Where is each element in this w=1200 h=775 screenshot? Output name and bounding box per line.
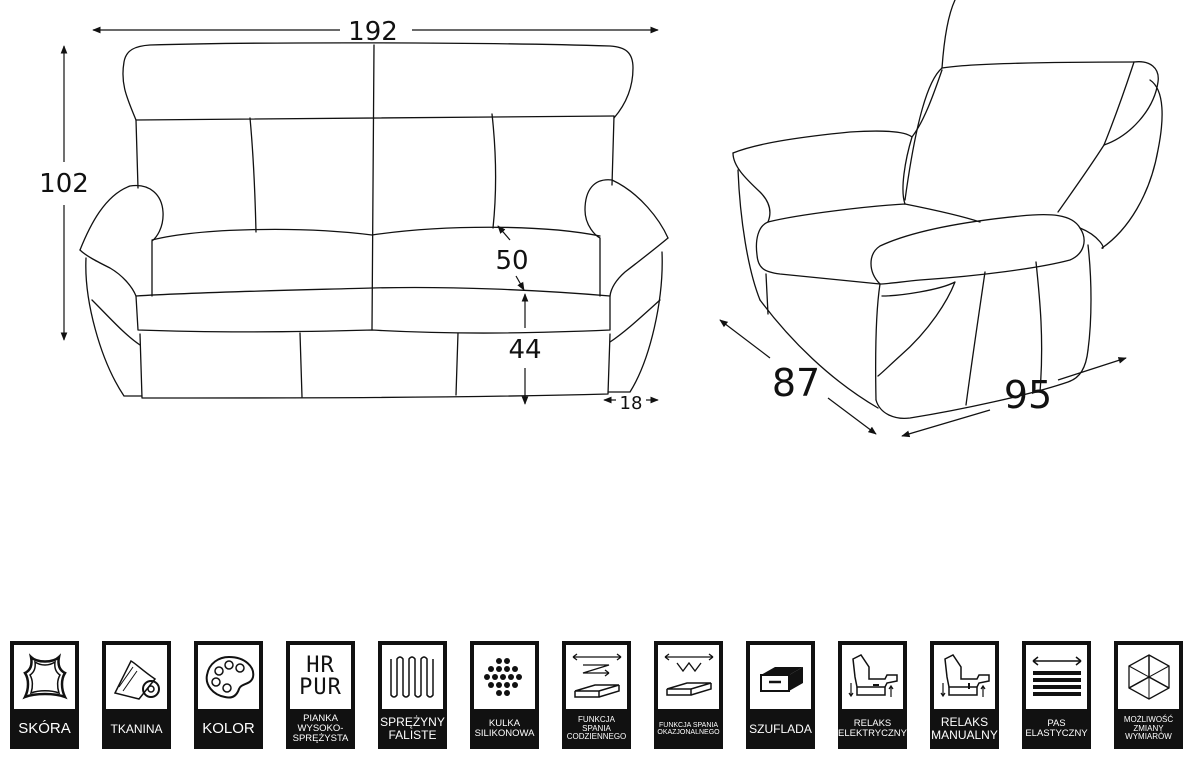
feature-label: PAS ELASTYCZNY: [1025, 718, 1088, 739]
dim-sofa-height: 102: [39, 169, 89, 199]
feature-kolor: KOLOR: [194, 641, 263, 749]
feature-label: KOLOR: [202, 720, 255, 738]
silicone-balls-icon: [483, 658, 522, 696]
feature-relaks-elektryczny: RELAKS ELEKTRYCZNY: [838, 641, 907, 749]
drawer-icon: [759, 667, 803, 692]
sofa-dimensions: 192 102 50 44 18: [39, 17, 659, 414]
dim-seat-depth: 50: [495, 246, 528, 276]
feature-label: PIANKA WYSOKO-SPRĘŻYSTA: [292, 713, 349, 744]
feature-mozliwosc: MOŻLIWOŚĆ ZMIANY WYMIARÓW: [1114, 641, 1183, 749]
recliner-dimensions: 87 95: [719, 319, 1127, 438]
feature-label: FUNKCJA SPANIA OKAZJONALNEGO: [657, 721, 720, 736]
feature-label: SZUFLADA: [749, 721, 812, 736]
feature-funkcja-okazjonalnego: FUNKCJA SPANIA OKAZJONALNEGO: [654, 641, 723, 749]
occasional-sleep-function-icon: [664, 653, 713, 696]
electric-recliner-icon: [848, 654, 898, 698]
feature-label: MOŻLIWOŚĆ ZMIANY WYMIARÓW: [1123, 715, 1174, 742]
feature-tkanina: TKANINA: [102, 641, 171, 749]
feature-label: FUNKCJA SPANIA CODZIENNEGO: [566, 715, 627, 742]
feature-sprezyny: SPRĘŻYNY FALISTE: [378, 641, 447, 749]
feature-label: RELAKS ELEKTRYCZNY: [838, 718, 907, 739]
feature-szuflada: SZUFLADA: [746, 641, 815, 749]
fabric-roll-icon: [113, 659, 160, 700]
sofa-front-view: [79, 42, 669, 399]
feature-label: SPRĘŻYNY FALISTE: [380, 715, 445, 742]
furniture-dimension-drawing: 192 102 50 44 18: [39, 0, 1163, 438]
color-palette-icon: [205, 655, 254, 699]
manual-recliner-icon: [940, 654, 990, 698]
dim-sofa-width: 192: [348, 17, 398, 47]
feature-funkcja-codziennego: FUNKCJA SPANIA CODZIENNEGO: [562, 641, 631, 749]
feature-skora: SKÓRA: [10, 641, 79, 749]
feature-label: RELAKS MANUALNY: [931, 715, 998, 742]
feature-label: KULKA SILIKONOWA: [474, 718, 535, 739]
feature-label: SKÓRA: [18, 720, 71, 738]
dimension-change-cube-icon: [1127, 654, 1170, 700]
feature-pas: PAS ELASTYCZNY: [1022, 641, 1091, 749]
feature-kulka: KULKA SILIKONOWA: [470, 641, 539, 749]
wavy-springs-icon: [389, 656, 434, 698]
feature-label: TKANINA: [110, 721, 163, 736]
elastic-belt-icon: [1032, 656, 1081, 696]
daily-sleep-function-icon: [572, 653, 621, 698]
feature-relaks-manualny: RELAKS MANUALNY: [930, 641, 999, 749]
leather-hide-icon: [21, 653, 68, 700]
dim-chair-depth: 87: [772, 361, 820, 405]
dim-arm-width: 18: [620, 393, 643, 414]
dim-seat-height: 44: [508, 335, 541, 365]
recliner-perspective-view: [732, 0, 1163, 420]
dim-chair-width: 95: [1004, 373, 1052, 417]
